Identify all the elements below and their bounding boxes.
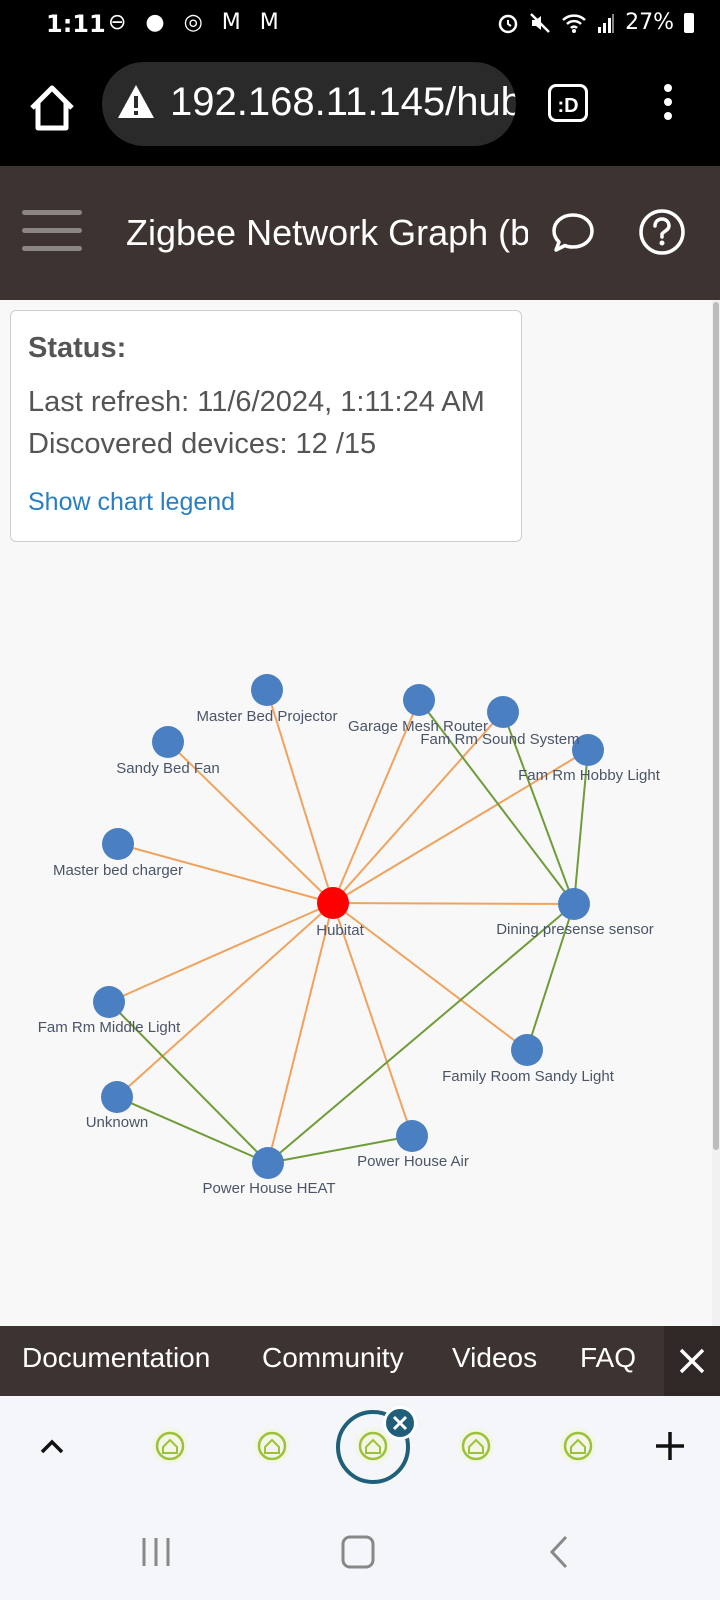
graph-link-hubitat-projector <box>266 689 334 904</box>
url-text[interactable]: 192.168.11.145/hub <box>170 80 516 124</box>
graph-link-dining-hobby <box>573 749 589 905</box>
graph-node-label-sandylight: Family Room Sandy Light <box>442 1068 615 1085</box>
graph-link-dining-sandylight <box>526 903 575 1051</box>
status-heading: Status: <box>28 332 127 364</box>
faq-link[interactable]: FAQ <box>580 1342 637 1373</box>
graph-node-heat[interactable] <box>252 1147 284 1179</box>
graph-node-sound[interactable] <box>487 696 519 728</box>
close-tab-button[interactable] <box>383 1406 417 1440</box>
graph-node-label-middle: Fam Rm Middle Light <box>38 1019 181 1036</box>
graph-link-heat-middle <box>108 1001 269 1164</box>
footer-nav <box>0 1326 720 1396</box>
graph-node-sandyfan[interactable] <box>152 726 184 758</box>
graph-link-hubitat-sandylight <box>332 902 528 1051</box>
tab-favicon[interactable] <box>152 1428 188 1464</box>
graph-link-hubitat-hobby <box>332 749 589 904</box>
graph-node-unknown[interactable] <box>101 1081 133 1113</box>
back-nav-icon[interactable] <box>540 1532 580 1572</box>
graph-node-middle[interactable] <box>93 986 125 1018</box>
graph-link-heat-unknown <box>116 1096 269 1164</box>
battery-icon <box>684 12 694 33</box>
graph-node-dining[interactable] <box>558 888 590 920</box>
system-nav-bar <box>0 1496 720 1600</box>
close-icon <box>679 1348 705 1374</box>
graph-node-label-heat: Power House HEAT <box>202 1180 335 1197</box>
warning-icon[interactable] <box>116 82 156 122</box>
graph-node-sandylight[interactable] <box>511 1034 543 1066</box>
graph-node-label-charger: Master bed charger <box>53 862 183 879</box>
active-tab[interactable] <box>336 1410 410 1484</box>
system-status-bar: 1:11 ⊖ ● ◎ M M 27% <box>0 0 720 52</box>
tab-favicon[interactable] <box>254 1428 290 1464</box>
graph-node-projector[interactable] <box>251 674 283 706</box>
new-tab-plus-icon[interactable] <box>652 1428 688 1464</box>
show-chart-legend-link[interactable]: Show chart legend <box>28 488 236 516</box>
graph-node-garage[interactable] <box>403 684 435 716</box>
graph-link-dining-heat <box>267 903 575 1164</box>
graph-link-hubitat-unknown <box>116 902 334 1098</box>
graph-link-hubitat-charger <box>117 843 334 904</box>
battery-percent: 27% <box>625 10 674 35</box>
graph-link-hubitat-garage <box>332 699 420 904</box>
graph-node-charger[interactable] <box>102 828 134 860</box>
graph-link-hubitat-sound <box>332 711 504 904</box>
signal-icon <box>598 13 615 33</box>
graph-link-hubitat-middle <box>108 902 334 1003</box>
home-nav-icon[interactable] <box>338 1532 378 1572</box>
alarm-icon <box>498 14 518 33</box>
tab-favicon[interactable] <box>458 1428 494 1464</box>
recent-apps-icon[interactable] <box>136 1532 176 1572</box>
graph-node-label-hobby: Fam Rm Hobby Light <box>518 767 661 784</box>
close-icon <box>392 1415 408 1431</box>
tab-switcher-button[interactable]: :D <box>548 84 588 122</box>
videos-link[interactable]: Videos <box>452 1342 538 1373</box>
graph-node-label-hubitat: Hubitat <box>316 922 364 939</box>
scrollbar-thumb[interactable] <box>713 302 719 1150</box>
chat-bubble-icon[interactable] <box>550 210 596 256</box>
graph-node-hobby[interactable] <box>572 734 604 766</box>
graph-link-heat-air <box>267 1135 413 1164</box>
status-panel <box>10 310 522 542</box>
last-refresh-text: Last refresh: 11/6/2024, 1:11:24 AM <box>28 386 485 418</box>
graph-node-label-unknown: Unknown <box>86 1114 149 1131</box>
chevron-up-icon[interactable] <box>36 1430 68 1462</box>
footer-close-button[interactable] <box>664 1326 720 1396</box>
notification-icons: ⊖ ● ◎ M M <box>108 10 285 35</box>
documentation-link[interactable]: Documentation <box>22 1342 211 1373</box>
mute-icon <box>530 12 550 33</box>
hamburger-menu-icon[interactable] <box>22 210 82 254</box>
graph-node-label-air: Power House Air <box>357 1153 469 1170</box>
graph-link-hubitat-heat <box>267 902 334 1164</box>
more-options-icon[interactable] <box>658 84 678 124</box>
tab-favicon[interactable] <box>560 1428 596 1464</box>
clock: 1:11 <box>46 10 106 38</box>
graph-node-label-dining: Dining presense sensor <box>496 921 654 938</box>
graph-node-hubitat[interactable] <box>317 887 349 919</box>
page-title: Zigbee Network Graph (b <box>126 212 528 253</box>
app-header <box>0 166 720 300</box>
graph-node-label-projector: Master Bed Projector <box>197 708 338 725</box>
graph-link-dining-garage <box>418 699 575 905</box>
wifi-icon <box>562 13 586 33</box>
graph-link-hubitat-sandyfan <box>167 741 334 904</box>
graph-node-label-garage: Garage Mesh Router <box>348 718 488 735</box>
graph-link-hubitat-dining <box>332 902 575 905</box>
help-icon[interactable] <box>638 208 686 256</box>
home-icon[interactable] <box>24 80 80 136</box>
graph-link-hubitat-air <box>332 902 413 1137</box>
tab-favicon[interactable] <box>355 1428 391 1464</box>
discovered-devices-text: Discovered devices: 12 /15 <box>28 428 377 460</box>
graph-link-dining-sound <box>502 711 575 905</box>
graph-node-label-sound: Fam Rm Sound System <box>420 731 579 748</box>
graph-node-label-sandyfan: Sandy Bed Fan <box>116 760 219 777</box>
address-bar[interactable]: 192.168.11.145/hub <box>102 62 516 146</box>
community-link[interactable]: Community <box>262 1342 404 1373</box>
graph-node-air[interactable] <box>396 1120 428 1152</box>
